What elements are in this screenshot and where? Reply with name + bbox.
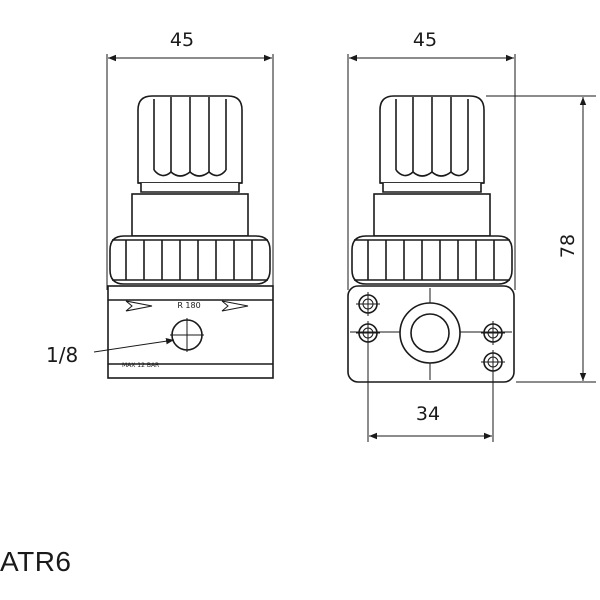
left-view: 45 R 180 MAX 12 BAR	[46, 29, 274, 379]
bonnet-neck	[373, 193, 491, 237]
engraving-pressure-range: R 180	[177, 301, 200, 310]
right-width-label: 45	[413, 29, 437, 51]
regulator-body: R 180 MAX 12 BAR	[107, 285, 274, 379]
flow-arrow-icon	[125, 300, 153, 312]
lock-ring	[351, 235, 513, 285]
adjustment-knob	[379, 95, 485, 193]
mounting-hole-icon	[481, 321, 505, 345]
model-name: ATR6	[0, 546, 72, 577]
port-outer-icon	[399, 302, 461, 364]
right-view: 45	[347, 29, 596, 442]
flow-arrow-icon	[221, 300, 249, 312]
mounting-hole-icon	[356, 292, 380, 316]
port-size-label: 1/8	[46, 343, 78, 367]
lock-ring	[109, 235, 271, 285]
regulator-body-front	[347, 285, 515, 383]
port-inner-icon	[410, 313, 450, 353]
hole-spacing-label: 34	[416, 403, 440, 425]
height-label: 78	[557, 234, 579, 258]
engraving-max-pressure: MAX 12 BAR	[122, 362, 159, 369]
left-width-label: 45	[170, 29, 194, 51]
bonnet-neck	[131, 193, 249, 237]
adjustment-knob	[137, 95, 243, 193]
port-leader-line	[93, 338, 175, 353]
